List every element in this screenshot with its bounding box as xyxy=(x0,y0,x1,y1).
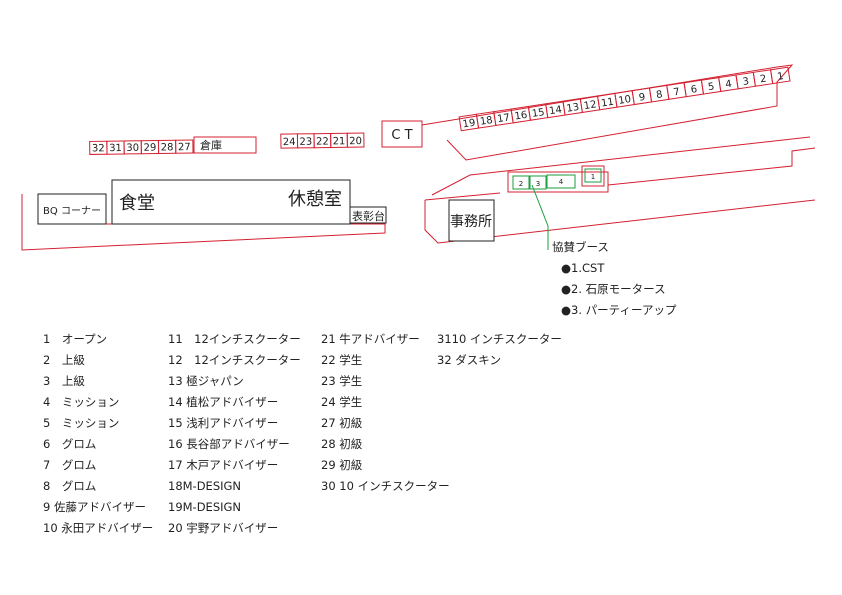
track-cell-number: 16 xyxy=(514,110,528,123)
track-cell-number: 10 xyxy=(618,94,632,107)
track-cell-number: 27 xyxy=(178,142,191,153)
booth-3-box xyxy=(529,175,547,190)
track-cell-number: 7 xyxy=(673,87,681,99)
track-cell-number: 31 xyxy=(109,143,122,154)
office-box xyxy=(448,199,495,242)
legend-item: 16 長谷部アドバイザー xyxy=(168,437,290,451)
legend-item: 21 牛アドバイザー xyxy=(321,332,420,346)
legend-item: 22 学生 xyxy=(321,353,363,367)
legend-item: 23 学生 xyxy=(321,374,363,388)
bq-corner-label: BQ コーナー xyxy=(43,205,101,217)
track-cell xyxy=(458,113,480,132)
track-cell-number: 14 xyxy=(548,104,562,117)
award-stand-box xyxy=(349,206,387,224)
track-lower-outline xyxy=(424,147,816,244)
booth-4-label: 4 xyxy=(559,178,564,186)
track-cell-number: 30 xyxy=(126,143,139,154)
track-cell-number: 5 xyxy=(707,81,715,93)
track-cell xyxy=(280,133,299,149)
track-mid-outline xyxy=(431,136,811,196)
track-cell-number: 24 xyxy=(283,137,296,148)
booth-1-box xyxy=(584,168,602,183)
sponsor-booth-area xyxy=(507,171,609,193)
track-cell-number: 29 xyxy=(143,143,156,154)
track-cell-number: 11 xyxy=(600,97,614,110)
track-cell-number: 9 xyxy=(638,92,646,104)
legend-item: 4 ミッション xyxy=(43,395,120,409)
legend-item: 13 極ジャパン xyxy=(168,374,244,388)
legend-item: 30 10 インチスクーター xyxy=(321,479,450,493)
booth-1-outer xyxy=(581,165,605,187)
booth-4-box xyxy=(546,174,576,189)
booth-3-label: 3 xyxy=(536,180,540,188)
track-cell xyxy=(89,140,108,155)
legend-item: 9 佐藤アドバイザー xyxy=(43,500,146,514)
legend-item: 19M-DESIGN xyxy=(168,500,242,514)
legend-item: 20 宇野アドバイザー xyxy=(168,521,279,535)
track-cell-number: 20 xyxy=(349,136,362,147)
track-cell-number: 12 xyxy=(583,99,597,112)
legend-item: 17 木戸アドバイザー xyxy=(168,458,279,472)
track-cell-number: 18 xyxy=(479,115,493,128)
legend-item: 28 初級 xyxy=(321,437,363,451)
track-upper-outline xyxy=(421,64,794,161)
legend-item: 8 グロム xyxy=(43,479,97,493)
legend-item: 5 ミッション xyxy=(43,416,120,430)
cafeteria-label: 食堂 xyxy=(119,193,155,214)
lower-row-left-cells: 27 28 29 30 31 32 xyxy=(89,139,194,155)
legend-item: 10 永田アドバイザー xyxy=(43,521,154,535)
track-cell-number: 32 xyxy=(92,143,105,154)
track-cell-number: 23 xyxy=(299,137,312,148)
ct-box xyxy=(381,120,423,148)
sponsor-item-2: ●2. 石原モータース xyxy=(561,282,666,296)
booth-2-box xyxy=(512,175,530,190)
legend-item: 6 グロム xyxy=(43,437,97,451)
track-cell-number: 2 xyxy=(759,74,767,86)
track-cell-number: 17 xyxy=(497,112,511,125)
storage-box xyxy=(193,136,257,154)
legend-item: 14 植松アドバイザー xyxy=(168,395,279,409)
track-cell-number: 22 xyxy=(316,136,329,147)
legend-item: 1 オープン xyxy=(43,332,108,346)
legend-item: 12 12インチスクーター xyxy=(168,353,301,367)
track-cell-number: 28 xyxy=(161,142,174,153)
legend-item: 3 上級 xyxy=(43,374,85,388)
office-label: 事務所 xyxy=(450,214,492,230)
storage-label: 倉庫 xyxy=(200,138,222,152)
track-cell-number: 13 xyxy=(566,102,580,115)
track-cell-number: 1 xyxy=(777,71,785,83)
legend-item: 11 12インチスクーター xyxy=(168,332,301,346)
legend-item: 2 上級 xyxy=(43,353,85,367)
track-cell-number: 19 xyxy=(462,118,476,131)
legend-item: 18M-DESIGN xyxy=(168,479,242,493)
track-cell-number: 4 xyxy=(725,79,733,91)
track-cell-number: 8 xyxy=(655,89,663,101)
bq-corner-box xyxy=(37,193,107,225)
sponsor-booth-title: 協賛ブース xyxy=(552,240,609,254)
ct-label: C T xyxy=(391,128,412,143)
legend-item: 7 グロム xyxy=(43,458,97,472)
sponsor-item-1: ●1.CST xyxy=(561,261,605,275)
legend-item: 32 ダスキン xyxy=(437,353,501,367)
booth-1-label: 1 xyxy=(591,173,595,181)
lounge-label: 休憩室 xyxy=(288,189,342,210)
track-cell-number: 6 xyxy=(690,84,698,96)
track-cell-number: 3 xyxy=(742,76,750,88)
legend-item: 27 初級 xyxy=(321,416,363,430)
sponsor-leader-line xyxy=(531,184,549,250)
legend-item: 24 学生 xyxy=(321,395,363,409)
booth-2-label: 2 xyxy=(519,180,523,188)
legend-item: 3110 インチスクーター xyxy=(437,332,562,346)
award-stand-label: 表彰台 xyxy=(352,209,385,223)
track-cell-number: 15 xyxy=(531,107,545,120)
legend-item: 29 初級 xyxy=(321,458,363,472)
sponsor-item-3: ●3. パーティーアップ xyxy=(561,303,677,317)
track-cell-number: 21 xyxy=(333,136,346,147)
cafeteria-lounge-box xyxy=(111,179,351,225)
legend-item: 15 浅利アドバイザー xyxy=(168,416,279,430)
